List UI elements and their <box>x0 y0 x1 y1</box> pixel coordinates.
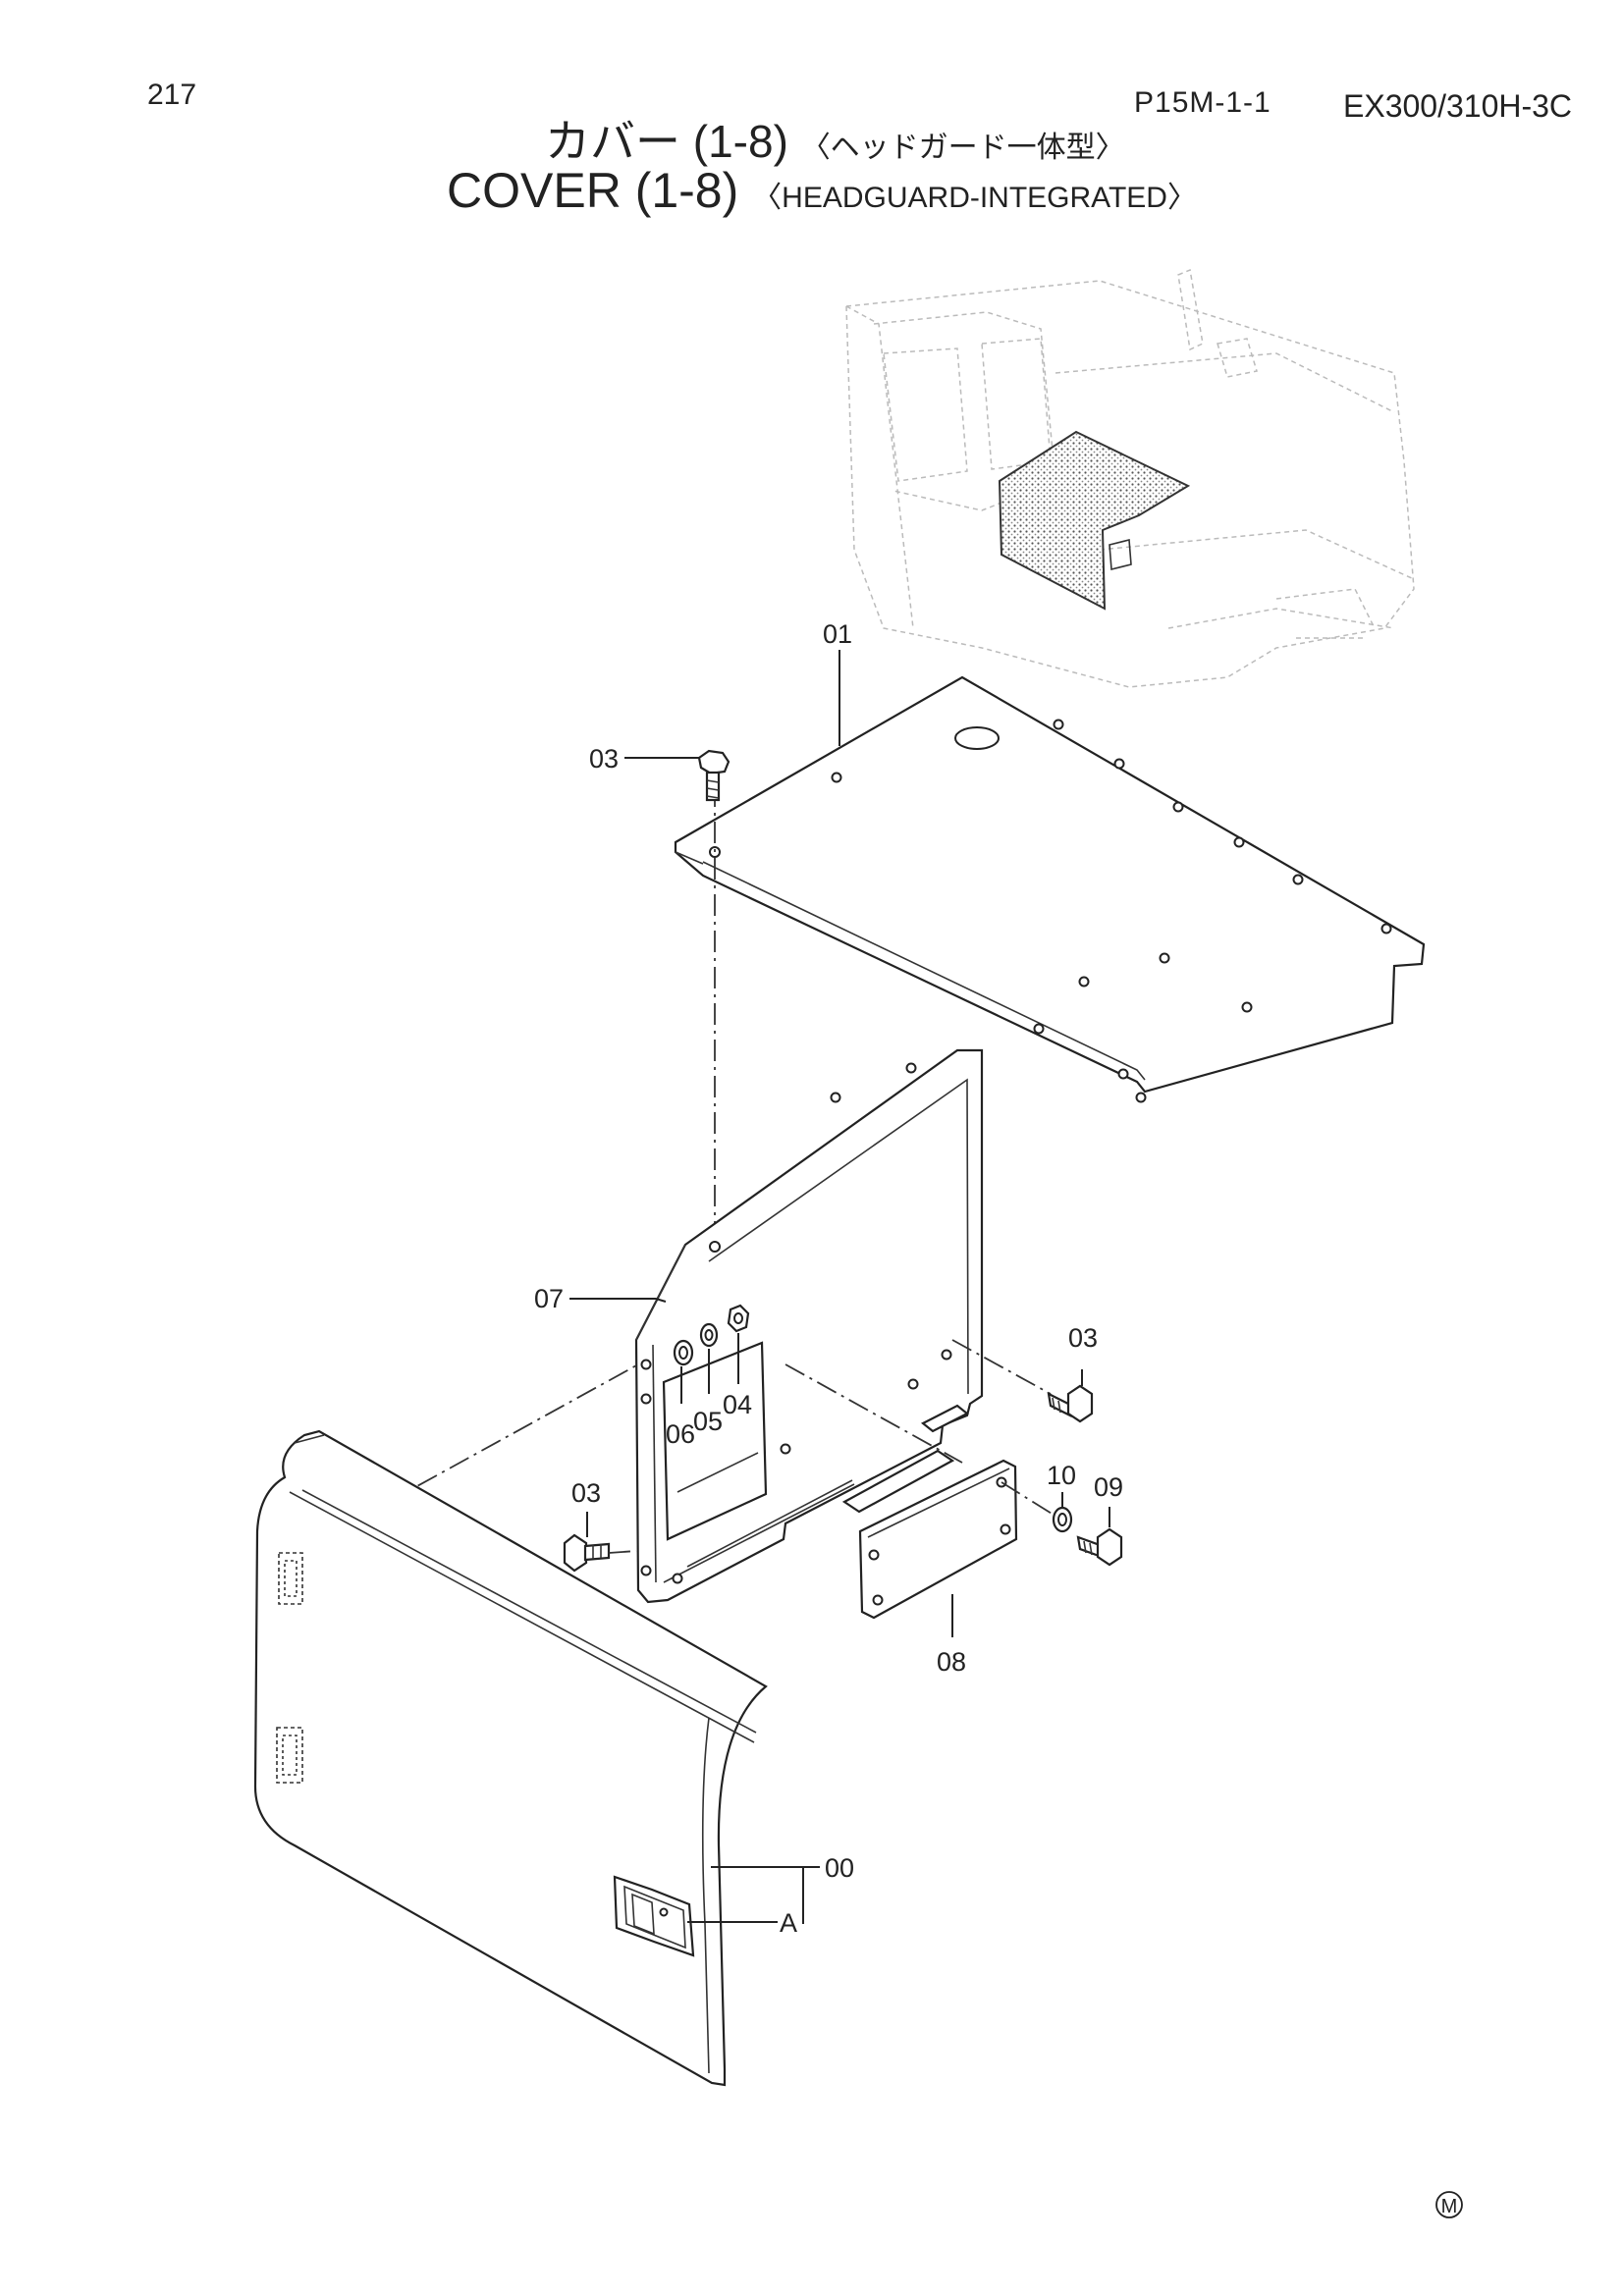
title-jp-main: カバー (1-8) <box>545 116 788 167</box>
m-mark-text: M <box>1441 2196 1458 2217</box>
page-code: P15M-1-1 <box>1134 86 1271 119</box>
assembly-line-08-10 <box>1001 1481 1057 1518</box>
callout-05: 05 <box>693 1407 723 1436</box>
callout-08: 08 <box>937 1647 966 1677</box>
callout-03-left: 03 <box>571 1478 601 1508</box>
part-03-top-bolt <box>697 749 730 802</box>
m-mark-circle <box>1435 2191 1463 2218</box>
callout-01: 01 <box>823 619 852 649</box>
leader-lines <box>569 650 1110 1924</box>
part-03-right-bolt <box>1047 1384 1094 1423</box>
callout-04: 04 <box>723 1390 752 1419</box>
model-code: EX300/310H-3C <box>1343 88 1573 124</box>
callout-03-right: 03 <box>1068 1323 1098 1353</box>
title-jp-sub: 〈ヘッドガード一体型〉 <box>800 132 1125 164</box>
title-japanese: カバー (1-8) 〈ヘッドガード一体型〉 <box>545 106 1125 171</box>
callout-A: A <box>780 1908 797 1938</box>
assembly-line-07-08 <box>784 1363 963 1464</box>
part-09-bolt <box>1076 1527 1123 1567</box>
callout-10: 10 <box>1047 1461 1076 1490</box>
callout-07: 07 <box>534 1284 564 1313</box>
part-08-plate <box>858 1459 1018 1620</box>
callout-06: 06 <box>666 1419 695 1449</box>
callout-09: 09 <box>1094 1472 1123 1502</box>
part-00-side-door <box>253 1429 768 2087</box>
callout-03-top: 03 <box>589 744 619 774</box>
title-en-sub: 〈HEADGUARD-INTEGRATED〉 <box>752 182 1197 214</box>
excavator-locator <box>845 268 1415 688</box>
part-01-roof-plate <box>674 675 1426 1103</box>
title-en-main: COVER (1-8) <box>447 163 739 218</box>
parts-04-05-06-hardware <box>673 1304 750 1366</box>
part-07-bracket-frame <box>634 1048 984 1604</box>
assembly-line-03-left <box>608 1550 637 1554</box>
assembly-line-03-right <box>951 1339 1052 1395</box>
title-english: COVER (1-8) 〈HEADGUARD-INTEGRATED〉 <box>447 162 1197 219</box>
callout-00: 00 <box>825 1853 854 1883</box>
page-number: 217 <box>147 79 197 111</box>
part-03-left-bolt <box>563 1533 611 1573</box>
